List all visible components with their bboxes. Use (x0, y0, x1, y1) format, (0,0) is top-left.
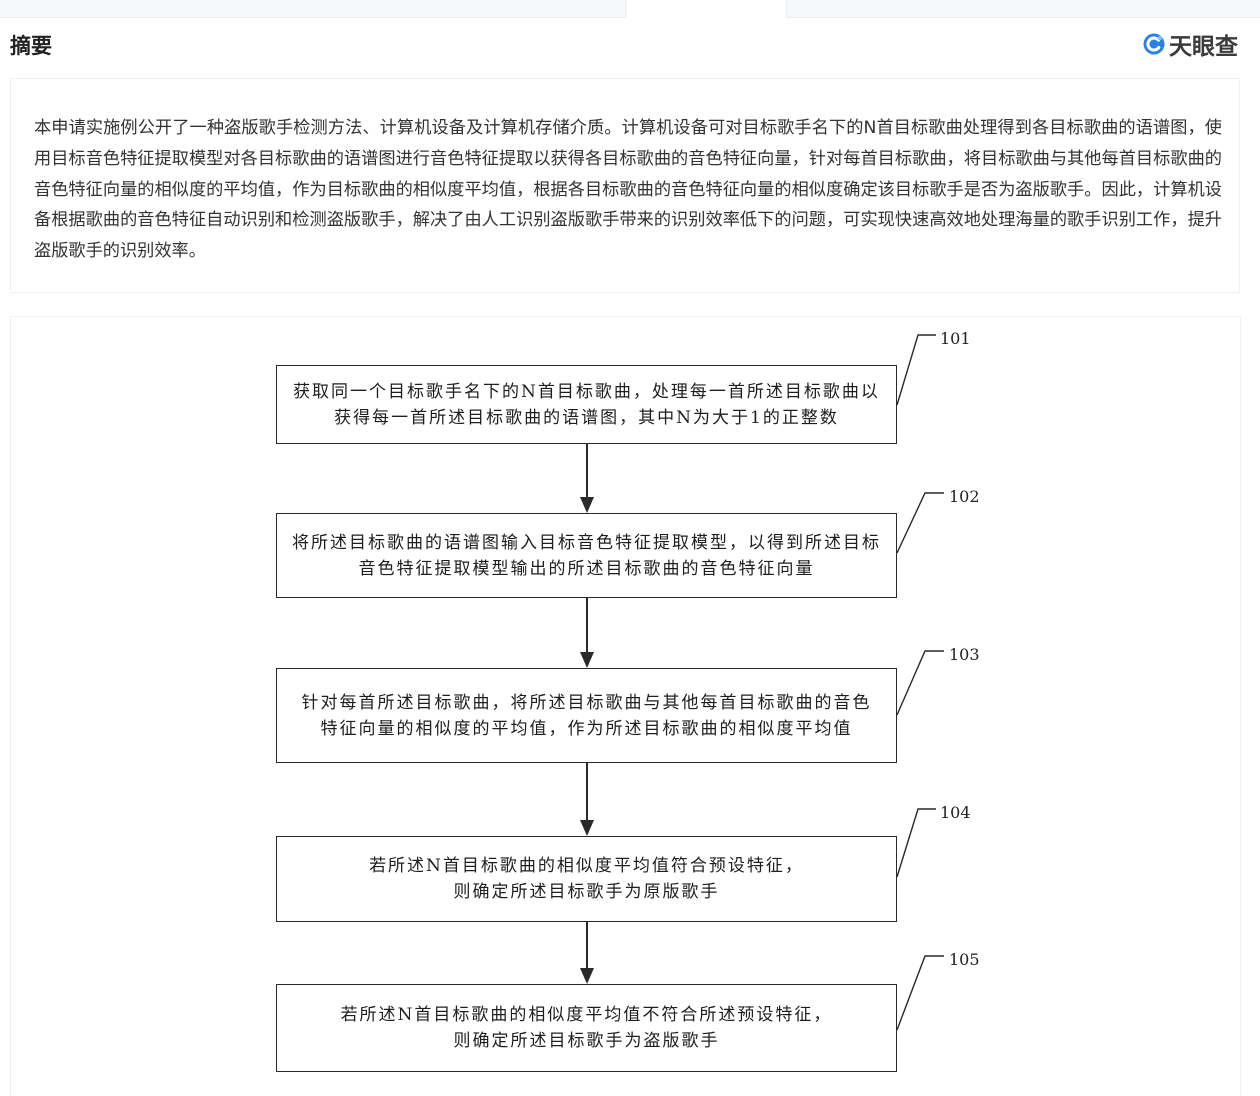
flow-step-text: 获取同一个目标歌手名下的N首目标歌曲，处理每一首所述目标歌曲以 (293, 381, 880, 402)
leader-line-104 (896, 808, 936, 878)
step-number: 103 (949, 645, 980, 664)
flow-step-text: 特征向量的相似度的平均值，作为所述目标歌曲的相似度平均值 (320, 718, 853, 739)
abstract-text: 本申请实施例公开了一种盗版歌手检测方法、计算机设备及计算机存储介质。计算机设备可… (34, 118, 1222, 262)
flow-step-101: 获取同一个目标歌手名下的N首目标歌曲，处理每一首所述目标歌曲以 获得每一首所述目… (276, 365, 897, 444)
flow-step-text: 则确定所述目标歌手为原版歌手 (453, 882, 720, 902)
logo-text: 天眼查 (1169, 34, 1238, 60)
flow-step-text: 则确定所述目标歌手为盗版歌手 (453, 1031, 720, 1051)
flow-step-105: 若所述N首目标歌曲的相似度平均值不符合所述预设特征， 则确定所述目标歌手为盗版歌… (276, 984, 897, 1072)
flow-step-104: 若所述N首目标歌曲的相似度平均值符合预设特征， 则确定所述目标歌手为原版歌手 (276, 836, 897, 922)
flow-step-text: 针对每首所述目标歌曲，将所述目标歌曲与其他每首目标歌曲的音色 (301, 692, 872, 713)
flow-step-text: 将所述目标歌曲的语谱图输入目标音色特征提取模型，以得到所述目标 (292, 532, 881, 553)
arrow-down-icon (580, 497, 594, 513)
leader-line-102 (896, 492, 944, 554)
flow-step-text: 获得每一首所述目标歌曲的语谱图，其中N为大于1的正整数 (334, 407, 839, 428)
flow-connector (586, 922, 588, 968)
flow-step-102: 将所述目标歌曲的语谱图输入目标音色特征提取模型，以得到所述目标 音色特征提取模型… (276, 513, 897, 598)
leader-line-103 (896, 650, 944, 716)
patent-figure-panel (10, 316, 1241, 1096)
arrow-down-icon (580, 820, 594, 836)
abstract-panel: 本申请实施例公开了一种盗版歌手检测方法、计算机设备及计算机存储介质。计算机设备可… (10, 78, 1240, 293)
flow-connector (586, 444, 588, 497)
step-number: 104 (940, 803, 971, 822)
leader-line-105 (896, 955, 944, 1031)
tianyancha-logo: 天眼查 (1142, 30, 1238, 60)
flow-step-text: 音色特征提取模型输出的所述目标歌曲的音色特征向量 (358, 558, 815, 579)
flow-connector (586, 763, 588, 820)
top-tab-bar (0, 0, 1260, 18)
leader-line-101 (896, 334, 936, 406)
section-title: 摘要 (10, 34, 52, 58)
step-number: 105 (949, 950, 980, 969)
flow-step-text: 若所述N首目标歌曲的相似度平均值符合预设特征， (369, 856, 804, 876)
arrow-down-icon (580, 968, 594, 984)
step-number: 101 (940, 329, 971, 348)
flow-step-text: 若所述N首目标歌曲的相似度平均值不符合所述预设特征， (340, 1005, 833, 1025)
arrow-down-icon (580, 652, 594, 668)
step-number: 102 (949, 487, 980, 506)
active-tab[interactable] (625, 0, 787, 18)
tianyancha-logo-icon (1143, 33, 1165, 55)
flow-connector (586, 598, 588, 652)
flow-step-103: 针对每首所述目标歌曲，将所述目标歌曲与其他每首目标歌曲的音色 特征向量的相似度的… (276, 668, 897, 763)
